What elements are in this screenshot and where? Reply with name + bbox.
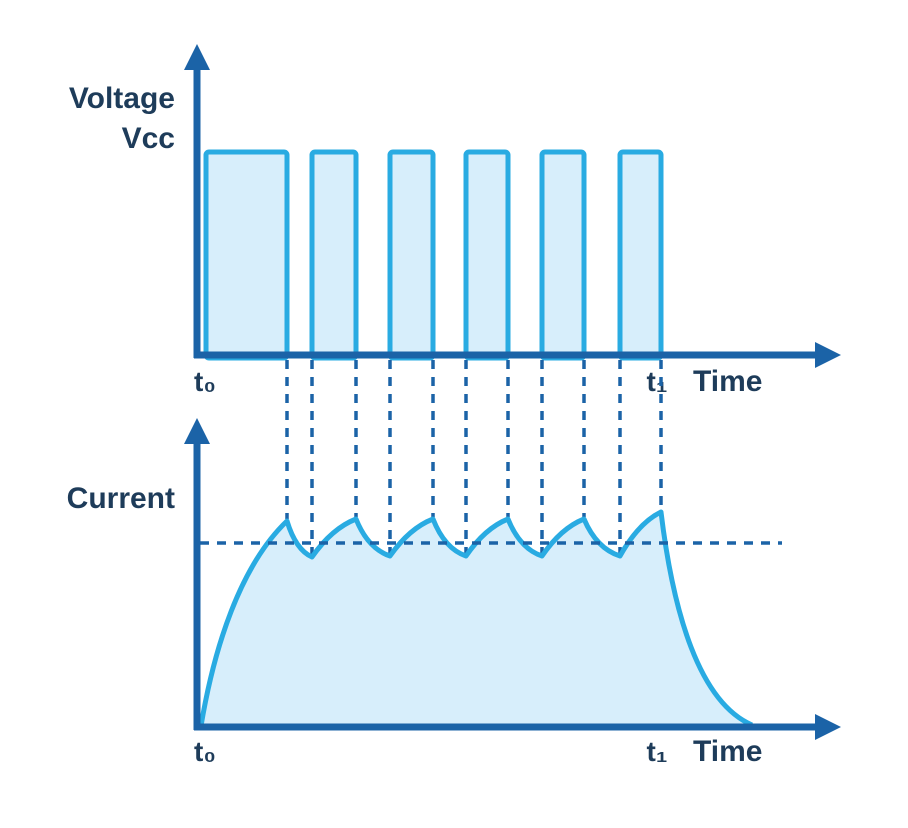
voltage-t0-label: t₀ bbox=[194, 366, 216, 397]
voltage-x-axis-arrow-icon bbox=[815, 342, 841, 368]
current-y-axis-arrow-icon bbox=[184, 418, 210, 444]
voltage-time-label: Time bbox=[693, 365, 762, 398]
current-x-axis-arrow-icon bbox=[815, 714, 841, 740]
current-axis-label: Current bbox=[67, 482, 175, 515]
current-time-label: Time bbox=[693, 735, 762, 768]
voltage-pulse-2 bbox=[309, 149, 359, 361]
voltage-pulse-train bbox=[203, 149, 664, 361]
current-area-fill bbox=[201, 512, 752, 726]
voltage-pulse-1 bbox=[203, 149, 290, 361]
voltage-pulse-6 bbox=[617, 149, 664, 361]
current-t1-label: t₁ bbox=[647, 736, 668, 767]
voltage-axis-label: Voltage bbox=[69, 82, 175, 115]
voltage-pulse-5 bbox=[539, 149, 587, 361]
timing-drop-lines bbox=[285, 360, 663, 555]
voltage-axes bbox=[184, 44, 841, 368]
voltage-plot: Voltage Vcc t₀ t₁ Time bbox=[69, 44, 841, 398]
voltage-pulse-3 bbox=[387, 149, 436, 361]
voltage-t1-label: t₁ bbox=[647, 366, 668, 397]
current-waveform bbox=[198, 509, 754, 728]
current-plot: Current t₀ t₁ Time bbox=[67, 418, 841, 768]
voltage-y-axis-arrow-icon bbox=[184, 44, 210, 70]
vcc-level-label: Vcc bbox=[122, 122, 175, 155]
voltage-pulse-4 bbox=[463, 149, 511, 361]
current-curve-outline bbox=[198, 509, 754, 728]
current-axes bbox=[184, 418, 841, 740]
current-t0-label: t₀ bbox=[194, 736, 216, 767]
